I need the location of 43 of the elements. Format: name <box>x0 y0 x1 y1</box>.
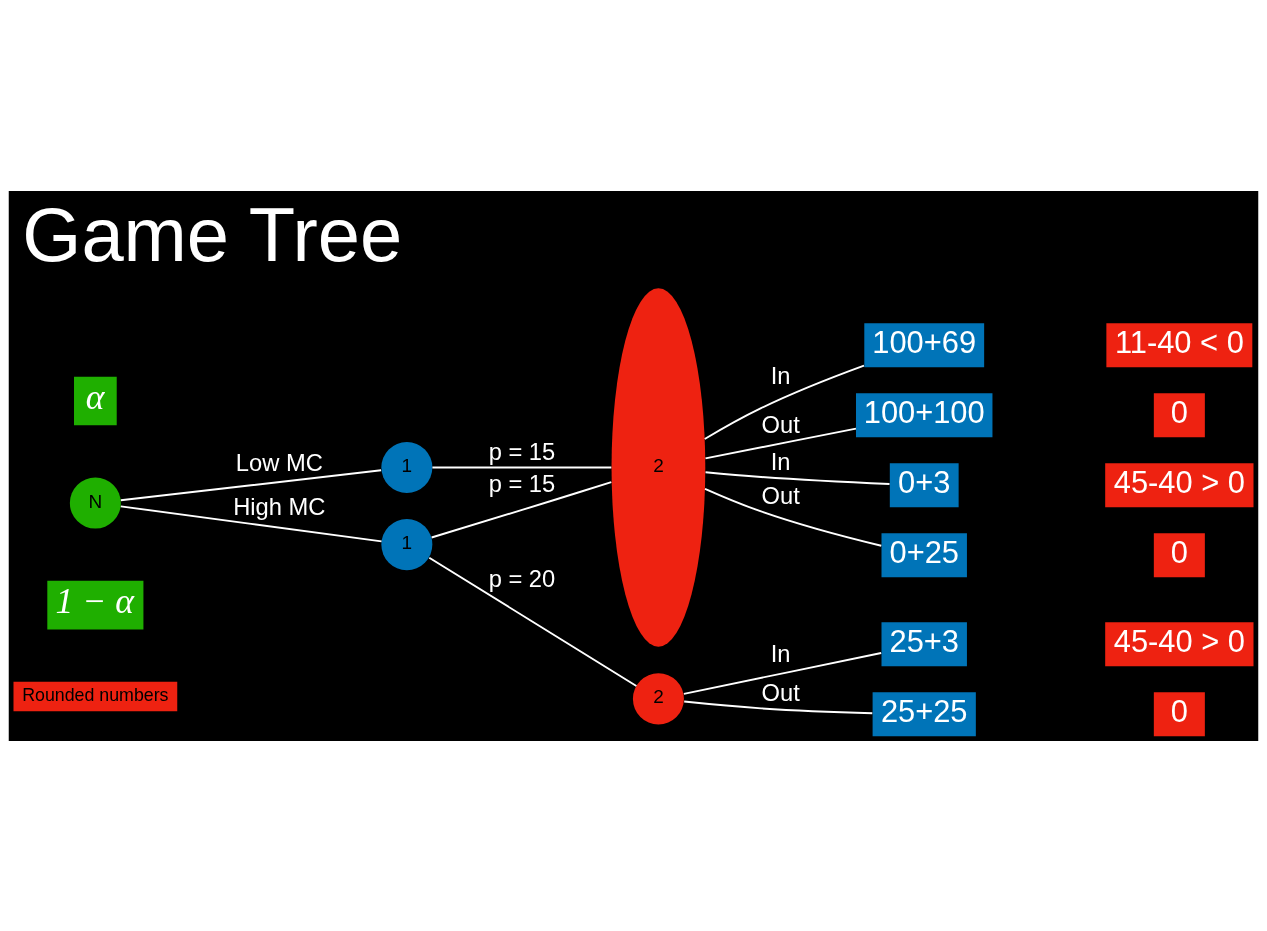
edge-label: Out <box>761 482 800 509</box>
connector <box>704 427 857 459</box>
connector <box>119 504 383 542</box>
node-box: 0+25 <box>881 532 967 577</box>
edge-label: Low MC <box>235 449 323 476</box>
node-box: 11-40 < 0 <box>1106 322 1253 367</box>
edge-label: In <box>770 362 791 389</box>
node-box: 1 − α <box>47 580 144 629</box>
connector <box>704 487 883 547</box>
node-box: 25+25 <box>872 691 976 736</box>
connector <box>431 466 613 468</box>
node-box: 45-40 > 0 <box>1105 462 1254 507</box>
connector <box>682 651 883 695</box>
node-circle: N <box>69 477 121 529</box>
edge-label: p = 15 <box>488 438 556 465</box>
connector <box>704 470 891 485</box>
diagram-title: Game Tree <box>22 191 403 277</box>
connector <box>119 468 383 501</box>
node-circle: 2 <box>632 672 684 724</box>
connector <box>428 556 638 687</box>
node-ellipse: 2 <box>611 287 706 647</box>
edge-label: Out <box>761 411 800 438</box>
connector <box>430 480 613 538</box>
node-box: 25+3 <box>881 621 967 666</box>
node-box: 0+3 <box>889 462 959 507</box>
connector <box>683 700 874 714</box>
edge-label: High MC <box>233 493 326 520</box>
edge-label: p = 15 <box>488 470 556 497</box>
edge-label: In <box>770 448 791 475</box>
node-box: 100+100 <box>856 392 993 437</box>
node-box: 45-40 > 0 <box>1105 621 1254 666</box>
edge-label: Out <box>761 679 800 706</box>
node-box: α <box>74 376 117 425</box>
connector <box>703 364 865 440</box>
node-box: 0 <box>1153 392 1205 437</box>
node-box: 0 <box>1153 691 1205 736</box>
node-box: 0 <box>1153 532 1205 577</box>
node-circle: 1 <box>381 441 433 493</box>
edge-label: In <box>770 640 791 667</box>
node-box: Rounded numbers <box>13 681 178 711</box>
node-box: 100+69 <box>864 322 985 367</box>
node-circle: 1 <box>381 518 433 570</box>
edge-label: p = 20 <box>488 565 556 592</box>
